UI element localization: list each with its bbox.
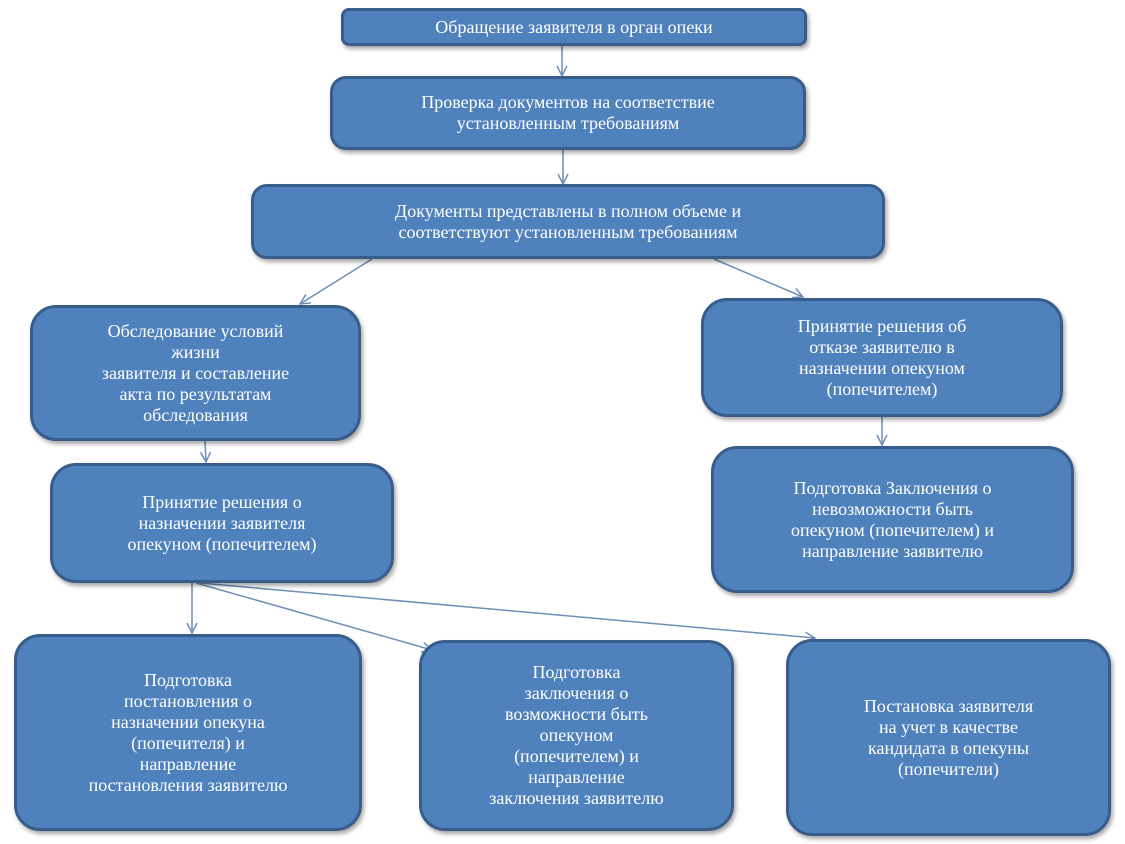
node-documents-complete: Документы представлены в полном объеме и… [251, 184, 885, 259]
node-candidate-registration: Постановка заявителя на учет в качестве … [786, 639, 1111, 836]
arrow-appoint-to-possibility [195, 582, 432, 650]
arrow-complete-to-refusal [713, 258, 803, 297]
node-refusal-decision: Принятие решения об отказе заявителю в н… [701, 298, 1063, 417]
arrow-survey-to-appoint [205, 440, 206, 462]
node-impossibility-conclusion: Подготовка Заключения о невозможности бы… [711, 446, 1074, 593]
arrow-complete-to-survey [300, 258, 373, 304]
arrow-appoint-to-registration [199, 582, 815, 638]
node-appointment-decision: Принятие решения о назначении заявителя … [50, 463, 394, 583]
node-check-documents: Проверка документов на соответствие уста… [330, 76, 806, 150]
node-living-conditions-survey: Обследование условий жизни заявителя и с… [30, 305, 361, 441]
node-resolution-preparation: Подготовка постановления о назначении оп… [14, 634, 362, 831]
node-possibility-conclusion: Подготовка заключения о возможности быть… [419, 640, 734, 831]
node-appeal: Обращение заявителя в орган опеки [341, 8, 807, 46]
